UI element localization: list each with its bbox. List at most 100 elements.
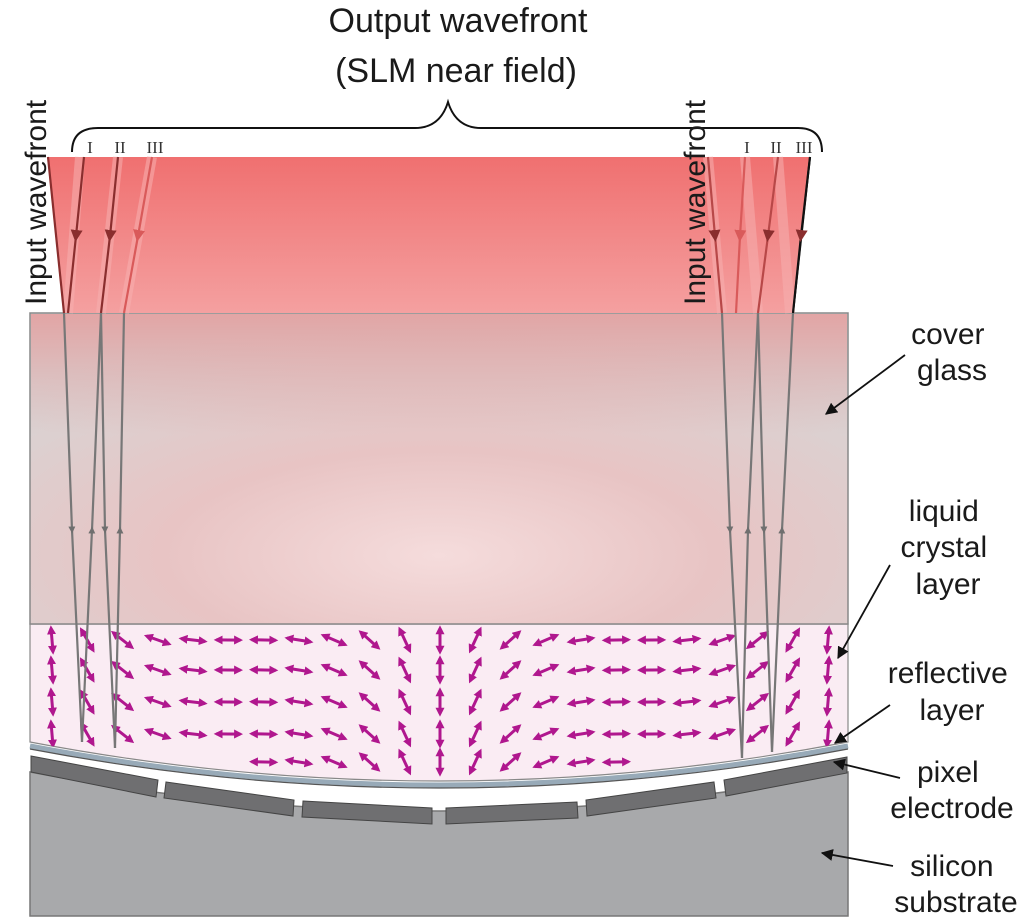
ray-label-I-left: I <box>87 138 93 157</box>
input-wavefront-label-right: Input wavefront <box>679 99 712 305</box>
lc-molecule-arrow <box>566 728 596 740</box>
lc-molecule-arrow <box>143 663 172 677</box>
lc-molecule-arrow <box>823 719 833 749</box>
lc-molecule-arrow <box>284 664 314 676</box>
cover-glass-tint <box>31 314 847 434</box>
pointer-liquid-crystal <box>837 564 891 660</box>
lc-molecule-arrow <box>178 728 208 740</box>
lc-molecule-arrow <box>601 665 632 675</box>
lc-molecule-arrow <box>532 755 560 769</box>
label-lc-line: liquid <box>909 495 979 528</box>
beam-stripe <box>773 156 795 314</box>
lc-molecule-arrow <box>143 695 172 709</box>
lc-molecule-arrow <box>284 696 314 708</box>
lc-molecules <box>47 625 833 777</box>
pointer-arrows <box>820 354 906 867</box>
pointer-cover-glass <box>825 354 906 415</box>
lc-molecule-arrow <box>358 724 381 744</box>
ray-label-II-left: II <box>114 138 126 157</box>
glass-ray <box>720 312 744 759</box>
lc-molecule-arrow <box>532 727 560 741</box>
lc-molecule-arrow <box>178 634 208 646</box>
lc-molecule-arrow <box>785 689 801 715</box>
lc-molecule-arrow <box>823 625 833 655</box>
lc-molecule-arrow <box>708 633 737 647</box>
lc-molecule-arrow <box>532 695 560 709</box>
lc-molecule-arrow <box>823 687 833 717</box>
label-pixel-electrode: pixel electrode <box>890 756 1013 825</box>
glass-rays <box>62 312 795 759</box>
lc-molecule-arrow <box>398 720 412 748</box>
label-pixel-line: pixel <box>917 756 979 789</box>
ray-label-III-right: III <box>796 138 813 157</box>
lc-molecule-arrow <box>499 724 522 744</box>
label-reflective-line: reflective <box>888 657 1008 690</box>
lc-molecule-arrow <box>320 695 348 709</box>
lc-molecule-arrow <box>499 692 522 712</box>
lc-molecule-arrow <box>785 721 801 747</box>
lc-molecule-arrow <box>601 757 632 767</box>
pointer-silicon-substrate <box>820 849 894 867</box>
pointer-pixel-electrode <box>832 758 901 779</box>
ray-I-right <box>734 156 747 314</box>
glass-ray <box>740 312 760 759</box>
lc-molecule-arrow <box>398 748 412 776</box>
lc-molecule-arrow <box>47 687 57 717</box>
lc-molecule-arrow <box>248 665 279 675</box>
lc-molecule-arrow <box>143 727 172 741</box>
lc-molecule-arrow <box>248 635 279 645</box>
lc-molecule-arrow <box>143 633 172 647</box>
label-silicon-substrate: silicon substrate <box>894 850 1017 919</box>
pixel-electrode-segment <box>585 781 717 817</box>
lc-molecule-arrow <box>708 727 737 741</box>
pointer-reflective <box>834 704 891 744</box>
lc-molecule-arrow <box>532 633 560 647</box>
lc-molecule-arrow <box>566 634 596 646</box>
label-cover-glass-line: glass <box>917 354 987 387</box>
lc-molecule-arrow <box>284 634 314 646</box>
lc-molecule-arrow <box>672 728 702 740</box>
lc-molecule-arrow <box>47 625 57 655</box>
lc-molecule-arrow <box>284 728 314 740</box>
ray-label-III-left: III <box>147 138 164 157</box>
lc-molecule-arrow <box>398 688 412 716</box>
lc-molecule-arrow <box>566 664 596 676</box>
lc-molecule-arrow <box>785 657 801 683</box>
lc-molecule-arrow <box>320 633 348 647</box>
lc-molecule-arrow <box>708 695 737 709</box>
lc-molecule-arrow <box>47 719 57 749</box>
lc-molecule-arrow <box>79 657 95 683</box>
lc-molecule-arrow <box>468 720 482 748</box>
lc-molecule-arrow <box>785 627 801 653</box>
lc-molecule-arrow <box>358 630 381 650</box>
glass-ray <box>62 312 84 743</box>
lc-molecule-arrow <box>499 752 522 772</box>
pixel-electrode-segment <box>723 756 848 797</box>
lc-molecule-arrow <box>745 692 770 712</box>
label-liquid-crystal-layer: liquid crystal layer <box>900 495 995 601</box>
input-wavefront-label-left: Input wavefront <box>20 99 53 305</box>
lc-molecule-arrow <box>499 630 522 650</box>
lc-molecule-arrow <box>566 756 596 768</box>
lc-molecule-arrow <box>745 630 770 650</box>
pixel-electrode-segment <box>445 801 579 825</box>
input-ray-right <box>706 156 724 314</box>
lc-molecule-arrow <box>178 664 208 676</box>
lc-molecule-arrow <box>601 697 632 707</box>
title-line-1: Output wavefront <box>329 2 588 40</box>
glass-ray <box>80 312 103 743</box>
ray-II-right <box>756 156 780 314</box>
lc-molecule-arrow <box>248 697 279 707</box>
lc-molecule-arrow <box>566 696 596 708</box>
lc-molecule-arrow <box>284 756 314 768</box>
lc-molecule-arrow <box>708 663 737 677</box>
beam-stripe <box>740 156 763 314</box>
lc-molecule-arrow <box>823 655 833 685</box>
label-silicon-line: substrate <box>894 886 1017 919</box>
lc-molecule-arrow <box>320 755 348 769</box>
lc-molecule-arrow <box>672 696 702 708</box>
title-line-2: (SLM near field) <box>335 52 577 90</box>
label-lc-line: crystal <box>900 531 987 564</box>
lc-molecule-arrow <box>468 626 482 654</box>
